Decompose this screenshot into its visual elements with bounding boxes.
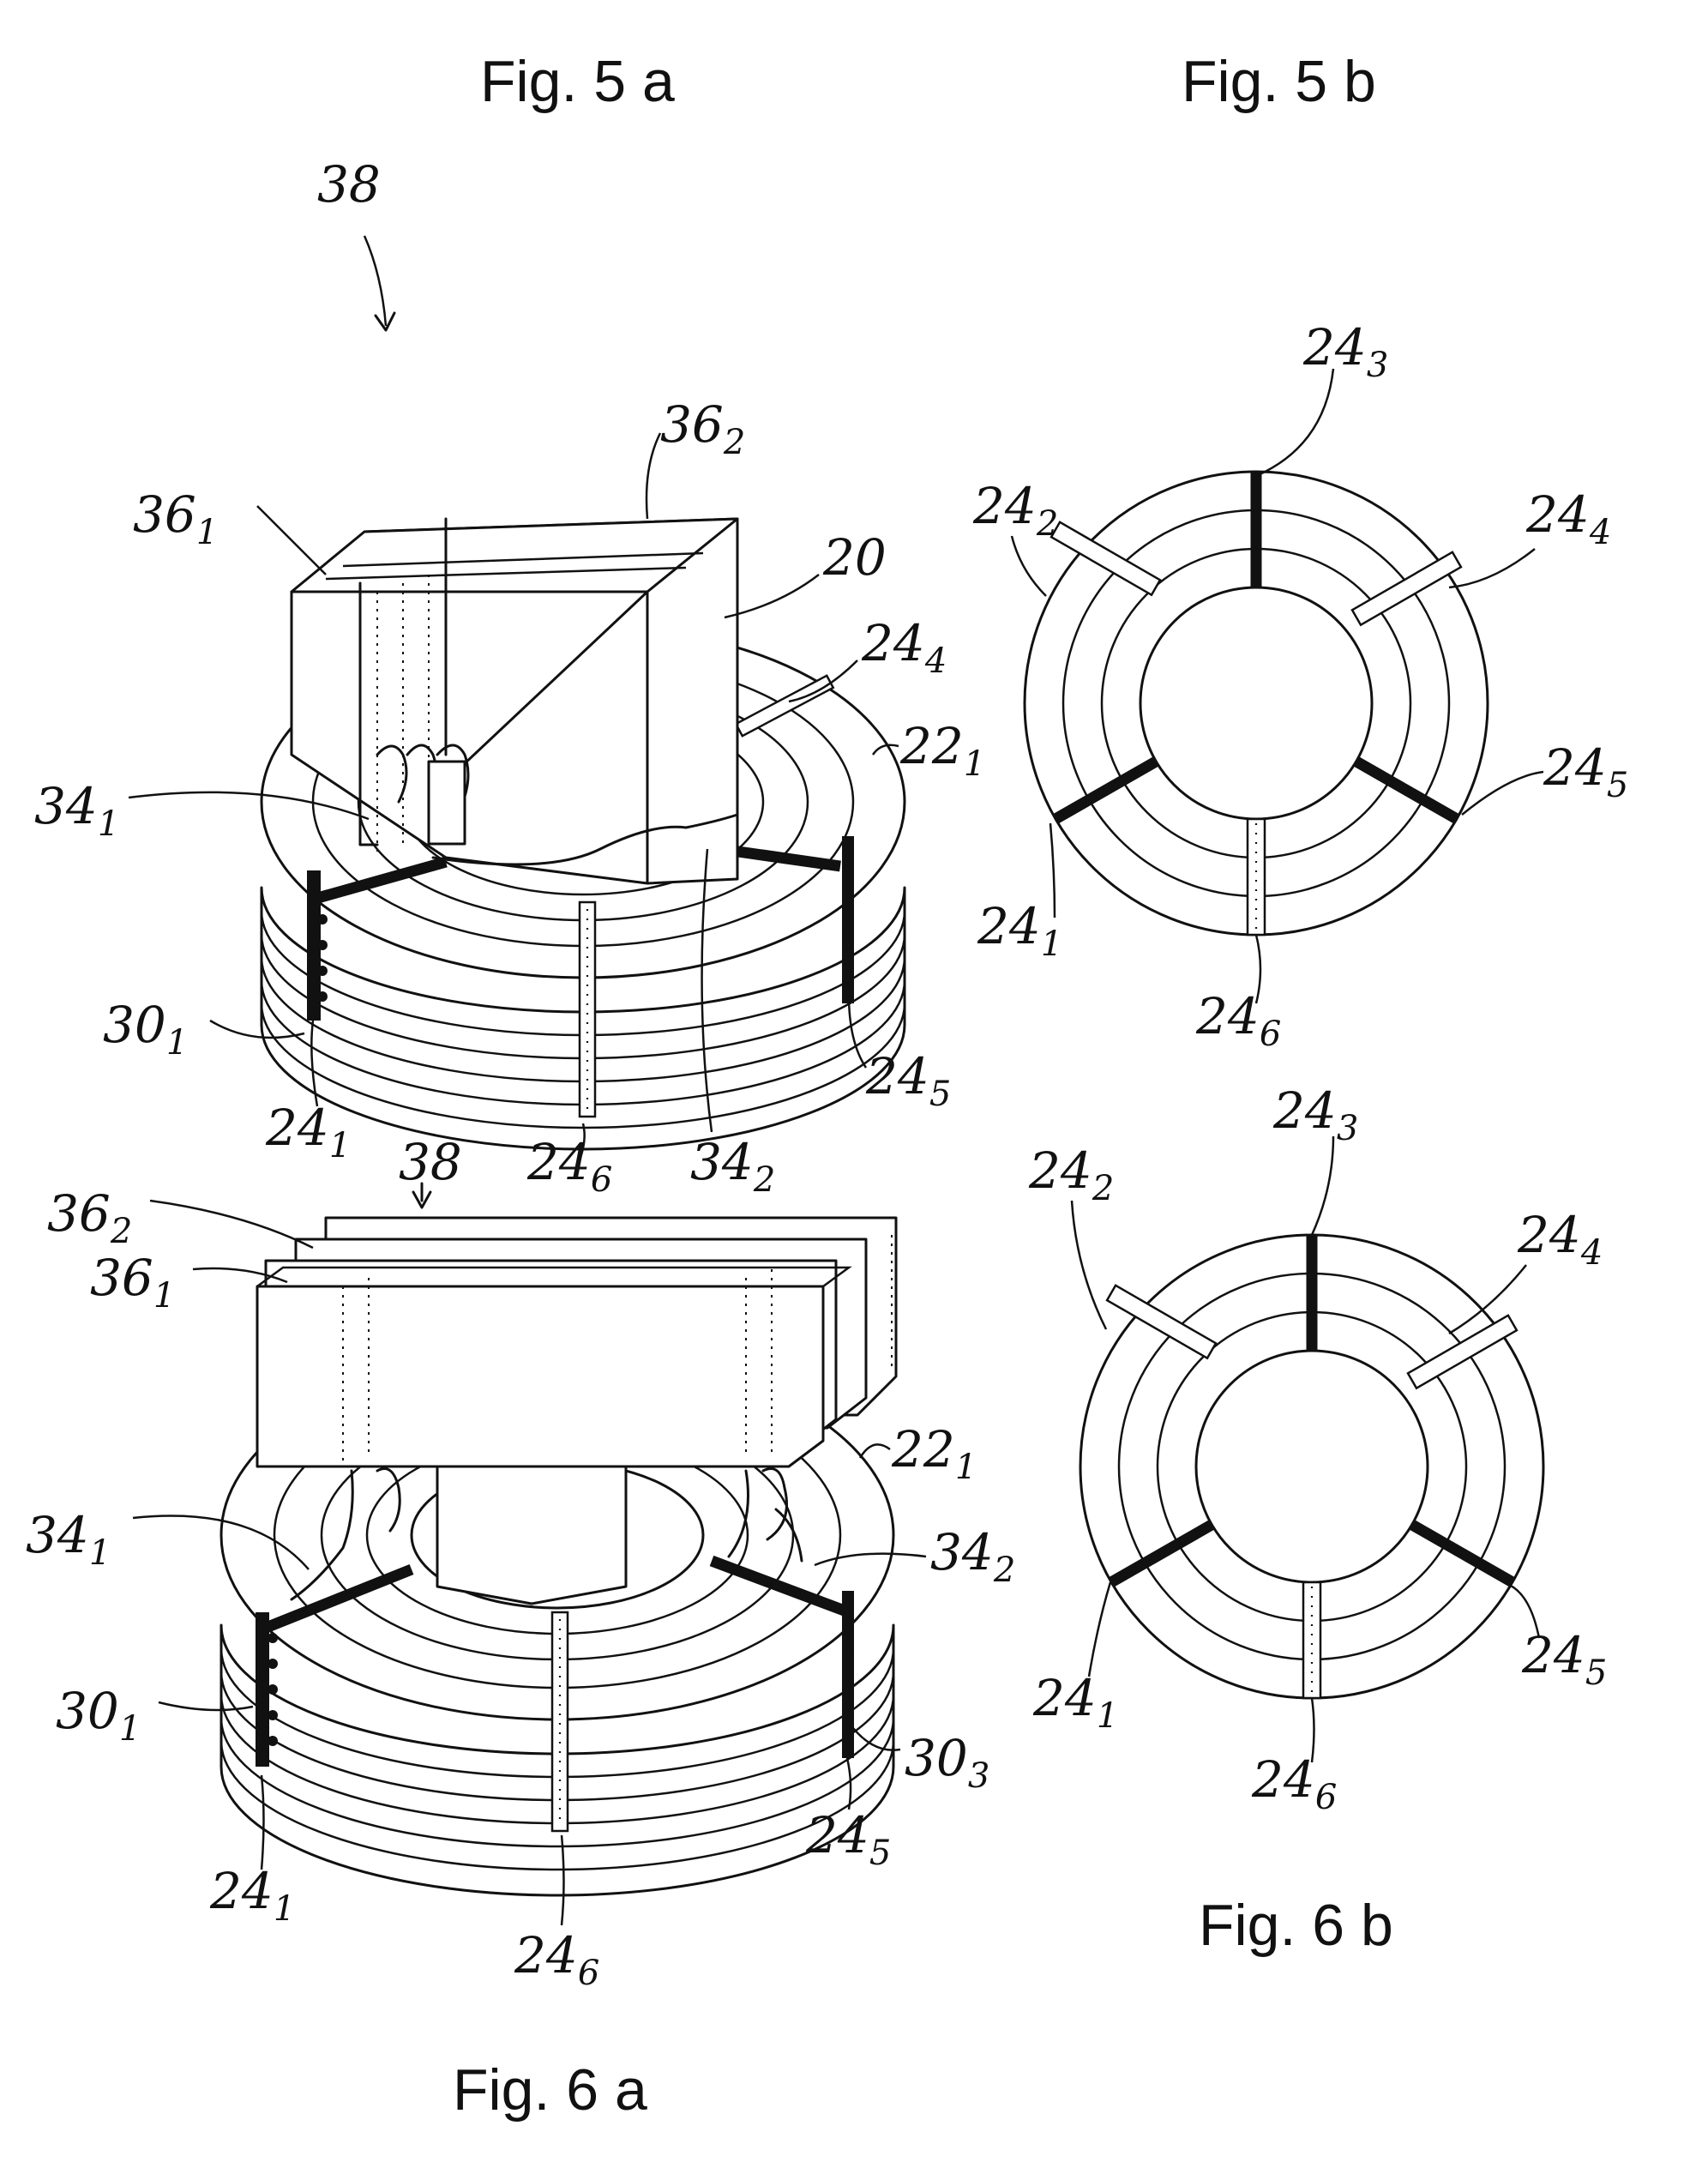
ref-30-1-c: 301 xyxy=(56,1682,141,1749)
fig-6a-drawing xyxy=(220,1216,898,1897)
fig-6b-spoke-24-1 xyxy=(1108,1520,1215,1587)
ref-34-2-c: 342 xyxy=(930,1523,1015,1590)
fig-6b-drawing xyxy=(1079,1233,1545,1700)
fig-6b-title: Fig. 6 b xyxy=(1199,1893,1393,1958)
ref-34-1-a: 341 xyxy=(34,777,119,844)
fig-6a-terminals xyxy=(290,1467,803,1601)
fig-5a-drawing xyxy=(260,235,906,1151)
ref-38-top: 38 xyxy=(317,155,381,214)
fig-6b-spoke-24-4 xyxy=(1406,1314,1519,1390)
ref-24-3-b: 243 xyxy=(1302,318,1388,385)
fig-5a-arrow-38 xyxy=(363,235,388,327)
fig-6b-spoke-24-6 xyxy=(1302,1581,1322,1700)
fig-5b-spoke-24-1 xyxy=(1052,756,1159,824)
fig-6b-spoke-24-5 xyxy=(1409,1520,1516,1587)
ref-24-6-b: 246 xyxy=(1195,987,1281,1054)
ref-24-2-b: 242 xyxy=(972,477,1058,544)
fig-6a-side-bar-24-1 xyxy=(256,1612,269,1767)
ref-36-1-c: 361 xyxy=(90,1249,175,1316)
ref-22-1-a: 221 xyxy=(899,717,985,784)
fig-6a-contact-bar-24-5 xyxy=(709,1555,851,1618)
fig-6b-spoke-24-2 xyxy=(1105,1284,1218,1360)
ref-24-4-d: 244 xyxy=(1517,1206,1603,1273)
fig-6a-side-bar-24-5 xyxy=(842,1591,854,1758)
fig-5a-side-bar-24-1 xyxy=(307,870,321,1021)
ref-20: 20 xyxy=(822,528,887,587)
fig-5b-spoke-24-5 xyxy=(1353,756,1460,824)
fig-5a-labels: 38 362 361 20 244 221 341 301 241 38 246… xyxy=(34,155,985,1209)
ref-24-5-b: 245 xyxy=(1543,738,1628,805)
ref-24-4-a: 244 xyxy=(861,614,947,681)
ref-24-6-c: 246 xyxy=(514,1926,599,1993)
ref-24-4-b: 244 xyxy=(1525,485,1611,552)
ref-36-1-a: 361 xyxy=(133,485,218,552)
ref-24-1-d: 241 xyxy=(1032,1669,1118,1736)
fig-5b-spoke-24-6 xyxy=(1246,817,1266,936)
ref-24-6-d: 246 xyxy=(1251,1750,1337,1817)
ref-36-2-a: 362 xyxy=(660,395,745,462)
ref-36-2-c: 362 xyxy=(47,1184,132,1251)
fig-5b-spoke-24-4 xyxy=(1350,551,1463,627)
fig-5a-core-block xyxy=(290,517,739,885)
fig-5a-contact-dots xyxy=(317,905,851,1002)
fig-5a-title: Fig. 5 a xyxy=(480,49,675,114)
fig-6b-labels: 243 242 244 245 241 246 xyxy=(1028,1081,1607,1817)
fig-6a-title: Fig. 6 a xyxy=(453,2057,647,2123)
fig-5a-terminals xyxy=(358,517,470,846)
ref-24-1-a: 241 xyxy=(265,1099,351,1165)
ref-24-1-b: 241 xyxy=(977,897,1062,964)
fig-6b-center-hole xyxy=(1194,1349,1429,1584)
fig-5b-title: Fig. 5 b xyxy=(1182,49,1376,114)
fig-5b-spoke-24-2 xyxy=(1049,521,1162,597)
fig-5b-drawing xyxy=(1023,470,1489,936)
ref-24-1-c: 241 xyxy=(209,1862,295,1929)
fig-6a-side-strip-24-6 xyxy=(550,1611,569,1833)
ref-30-1-a: 301 xyxy=(103,996,188,1063)
fig-5a-contact-bar-24-1 xyxy=(307,856,448,906)
ref-24-5-c: 245 xyxy=(805,1806,891,1873)
ref-24-3-d: 243 xyxy=(1272,1081,1358,1148)
fig-5a-contact-strip-24-4 xyxy=(734,674,835,738)
ref-22-1-c: 221 xyxy=(891,1420,977,1487)
fig-5b-labels: 243 242 244 245 241 246 xyxy=(972,318,1628,1054)
fig-6a-contact-dots xyxy=(268,1625,853,1746)
fig-5a-contact-bar-24-5 xyxy=(719,843,841,872)
ref-30-3-c: 303 xyxy=(905,1729,989,1796)
ref-24-2-d: 242 xyxy=(1028,1141,1114,1208)
fig-6a-labels: 362 361 221 341 342 301 303 241 245 246 xyxy=(26,1184,1015,1993)
ref-38-mid: 38 xyxy=(399,1133,462,1191)
fig-6a-contact-bar-24-1 xyxy=(259,1563,414,1635)
fig-5b-center-hole xyxy=(1139,586,1374,821)
ref-24-5-a: 245 xyxy=(865,1047,951,1114)
fig-5a-side-strip-24-6 xyxy=(578,900,597,1118)
ref-34-1-c: 341 xyxy=(26,1506,111,1573)
ref-34-2-a: 342 xyxy=(690,1133,775,1200)
fig-6a-core-plates xyxy=(256,1216,898,1468)
ref-24-5-d: 245 xyxy=(1521,1626,1607,1693)
fig-5a-side-bar-24-5 xyxy=(842,836,854,1003)
